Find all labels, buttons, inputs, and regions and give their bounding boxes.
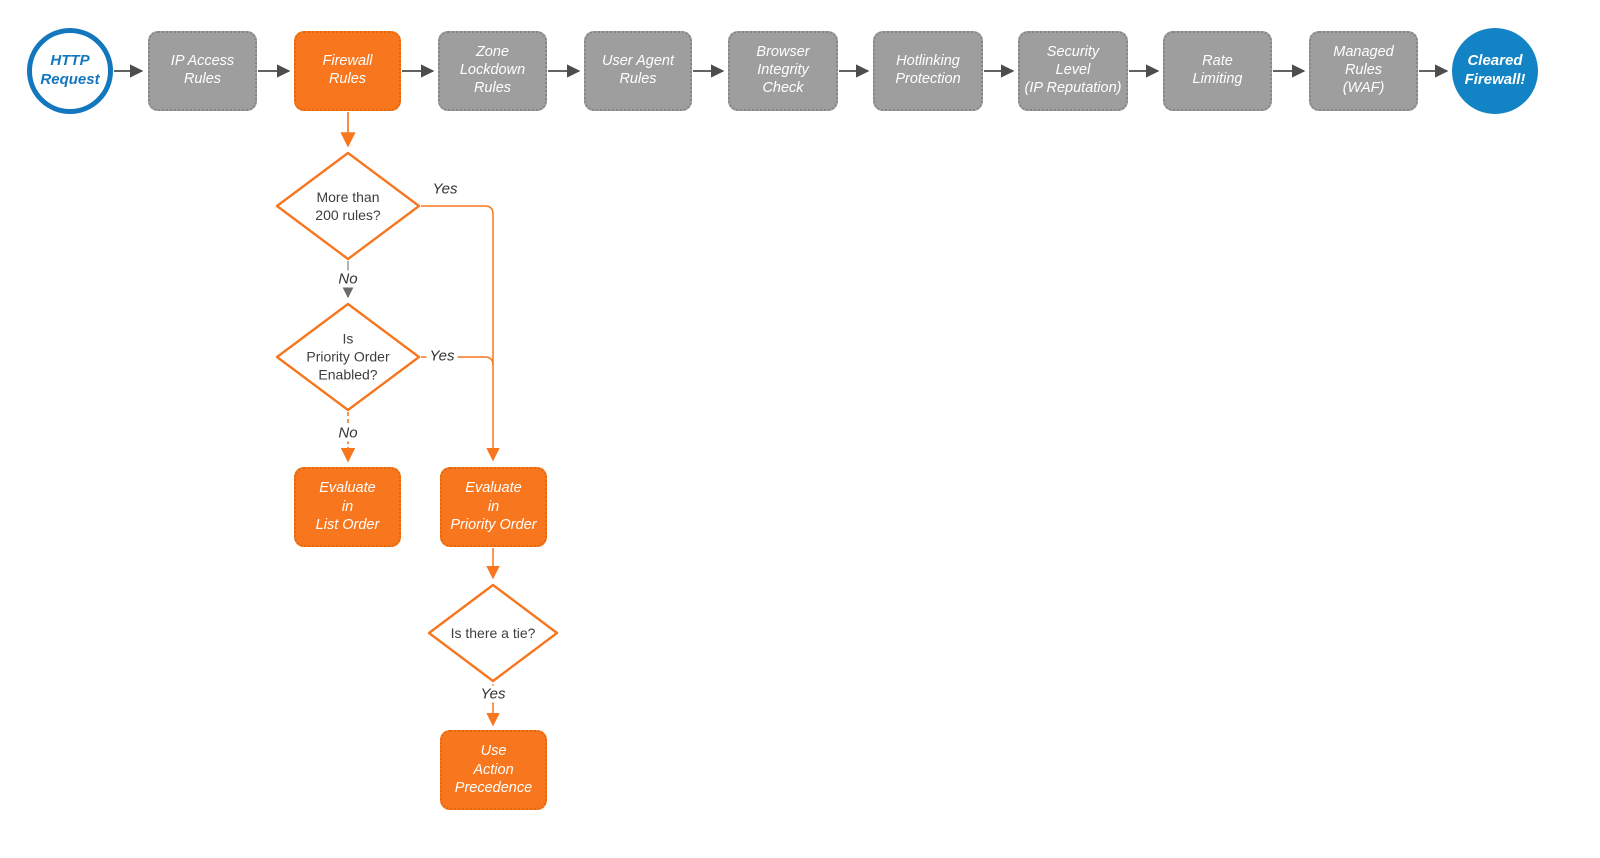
node-label: Rate Limiting <box>1192 53 1243 87</box>
node-label: User Agent Rules <box>602 53 674 87</box>
decision-priority-order-enabled: Is Priority Order Enabled? <box>275 302 421 412</box>
node-http-request: HTTP Request <box>27 28 113 114</box>
node-label: Cleared Firewall! <box>1464 52 1526 88</box>
diamond-shape <box>275 302 421 412</box>
node-label: Use Action Precedence <box>454 742 533 797</box>
node-firewall-rules: Firewall Rules <box>294 31 401 111</box>
node-ip-access-rules: IP Access Rules <box>148 31 257 111</box>
edge-decision-200-yes-to-priority-order <box>421 205 500 462</box>
node-label: Hotlinking Protection <box>895 53 961 87</box>
node-label: IP Access Rules <box>170 53 235 87</box>
edge-decision-priority-yes-merge <box>421 356 494 366</box>
diamond-shape <box>275 151 421 261</box>
decision-more-than-200-rules: More than 200 rules? <box>275 151 421 261</box>
node-label: Browser Integrity Check <box>756 44 810 96</box>
node-evaluate-in-list-order: Evaluate in List Order <box>294 467 401 547</box>
node-hotlinking-protection: Hotlinking Protection <box>873 31 983 111</box>
decision-is-there-a-tie: Is there a tie? <box>427 583 559 683</box>
node-label: Evaluate in List Order <box>315 479 380 534</box>
node-label: Evaluate in Priority Order <box>450 479 537 534</box>
edge-label-yes-tie: Yes <box>477 685 509 703</box>
decision-label: Is there a tie? <box>450 624 536 641</box>
node-use-action-precedence: Use Action Precedence <box>440 730 547 810</box>
node-evaluate-in-priority-order: Evaluate in Priority Order <box>440 467 547 547</box>
diamond-shape <box>427 583 559 683</box>
decision-label: More than 200 rules? <box>315 188 381 223</box>
node-label: Firewall Rules <box>322 53 373 87</box>
node-zone-lockdown-rules: Zone Lockdown Rules <box>438 31 547 111</box>
edge-label-no-200: No <box>335 270 361 288</box>
node-label: Zone Lockdown Rules <box>459 44 526 96</box>
node-label: HTTP Request <box>40 52 100 88</box>
edge-label-no-priority: No <box>335 424 361 442</box>
node-managed-rules-waf: Managed Rules (WAF) <box>1309 31 1418 111</box>
node-user-agent-rules: User Agent Rules <box>584 31 692 111</box>
node-browser-integrity-check: Browser Integrity Check <box>728 31 838 111</box>
edge-label-yes-priority: Yes <box>426 347 458 365</box>
node-label: Security Level (IP Reputation) <box>1024 44 1122 96</box>
decision-label: Is Priority Order Enabled? <box>306 330 390 384</box>
node-label: Managed Rules (WAF) <box>1333 44 1394 96</box>
node-cleared-firewall: Cleared Firewall! <box>1452 28 1538 114</box>
node-security-level: Security Level (IP Reputation) <box>1018 31 1128 111</box>
edge-label-yes-200: Yes <box>429 180 461 198</box>
node-rate-limiting: Rate Limiting <box>1163 31 1272 111</box>
